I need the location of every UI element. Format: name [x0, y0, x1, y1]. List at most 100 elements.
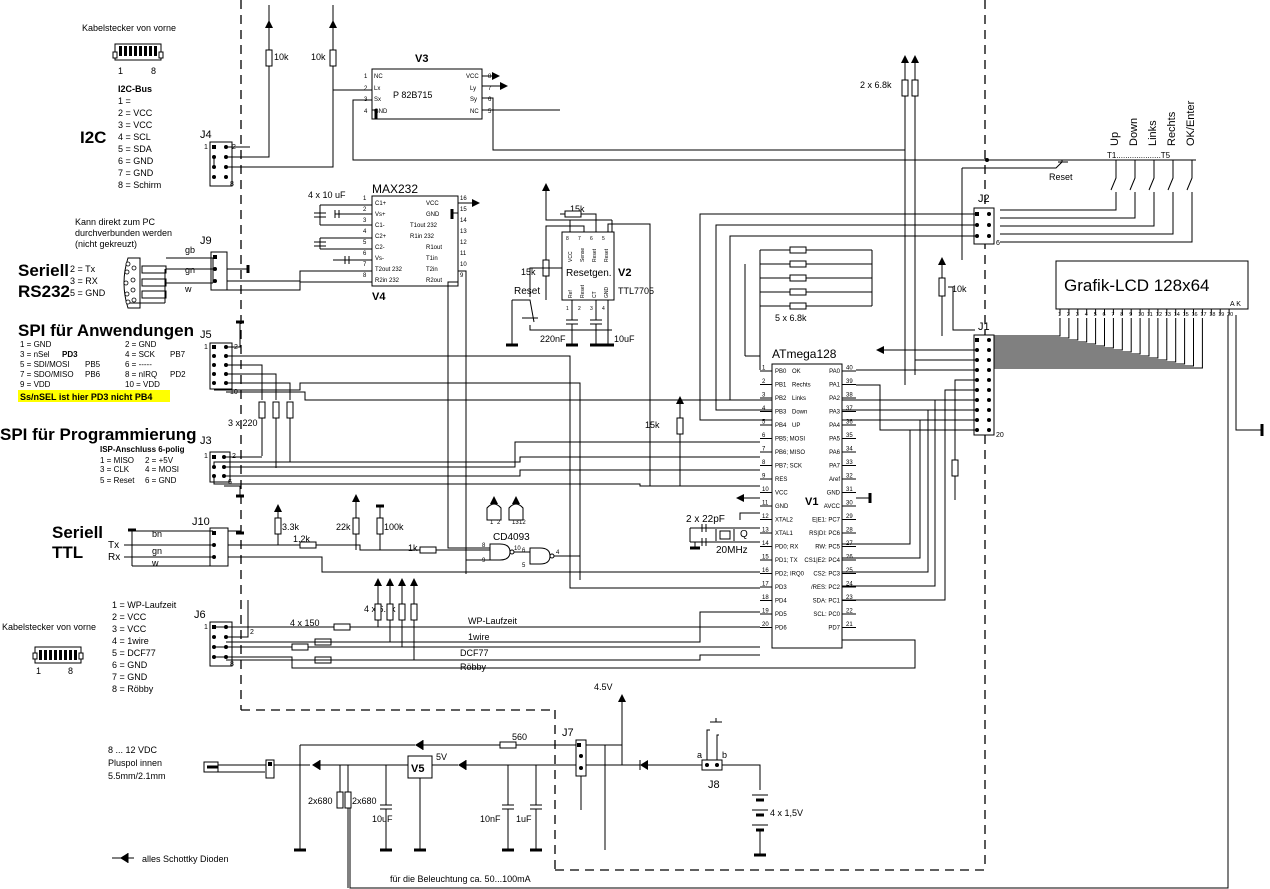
mcu-pin-label: XTAL2 [775, 518, 794, 524]
mcu-pin-number: 21 [846, 622, 853, 628]
mcu-pin-label: PA6 [829, 450, 841, 456]
mcu-pin-number: 24 [846, 582, 853, 588]
mcu-pin-label: PD0; RX [775, 545, 798, 551]
svg-text:7 = SDO/MISO: 7 = SDO/MISO [20, 370, 74, 379]
svg-text:7 = GND: 7 = GND [118, 168, 154, 178]
svg-text:gn: gn [152, 546, 162, 556]
svg-text:C1-: C1- [375, 223, 385, 229]
svg-text:2 = Tx: 2 = Tx [70, 264, 96, 274]
svg-text:T1out 232: T1out 232 [410, 223, 438, 229]
svg-text:1 = WP-Laufzeit: 1 = WP-Laufzeit [112, 600, 177, 610]
heading-rs232-2: RS232 [18, 282, 70, 301]
svg-text:T1in: T1in [426, 256, 438, 262]
svg-text:3 = nSel: 3 = nSel [20, 350, 50, 359]
mcu-pin-label: PA3 [829, 410, 841, 416]
mcu-pin-label: PB6; MISO [775, 450, 805, 456]
svg-text:GND: GND [426, 212, 440, 218]
cable-front-label-top: Kabelstecker von vorne [82, 23, 176, 33]
svg-text:4 = SCK: 4 = SCK [125, 350, 156, 359]
mcu-pin-number: 31 [846, 487, 853, 493]
svg-text:10 = VDD: 10 = VDD [125, 380, 160, 389]
mcu-pin-function: Down [792, 410, 807, 416]
mcu-pin-number: 36 [846, 420, 853, 426]
svg-text:Sy: Sy [470, 97, 477, 103]
svg-text:J4: J4 [200, 129, 212, 141]
mcu-pin-number: 11 [762, 501, 769, 507]
lcd-pin-number: 5 [1094, 312, 1097, 318]
mcu-pin-label: PB2 [775, 396, 787, 402]
lcd-pin-number: 9 [1129, 312, 1132, 318]
mcu-pin-number: 22 [846, 609, 853, 615]
mcu-pin-label: /RES: PC2 [811, 585, 841, 591]
svg-text:Tx: Tx [108, 540, 119, 551]
svg-text:4.5V: 4.5V [594, 682, 613, 692]
mcu-pin-label: PD5 [775, 612, 787, 618]
svg-text:Reset: Reset [592, 248, 598, 262]
svg-text:12: 12 [519, 520, 526, 526]
svg-text:5 = SDI/MOSI: 5 = SDI/MOSI [20, 360, 70, 369]
lcd-pin-number: 12 [1156, 312, 1162, 318]
svg-text:5: 5 [602, 236, 605, 242]
svg-text:PD3: PD3 [62, 350, 78, 359]
svg-text:4: 4 [363, 229, 367, 235]
mcu-pin-label: RES [775, 477, 787, 483]
svg-text:8: 8 [566, 236, 569, 242]
mcu-pin-number: 2 [762, 379, 766, 385]
mcu-pin-number: 32 [846, 474, 853, 480]
svg-text:5 x 6.8k: 5 x 6.8k [775, 313, 807, 323]
svg-text:V2: V2 [618, 267, 631, 279]
heading-ttl-1: Seriell [52, 523, 103, 542]
svg-text:220nF: 220nF [540, 334, 566, 344]
svg-text:J1: J1 [978, 321, 990, 333]
svg-text:J9: J9 [200, 235, 212, 247]
svg-text:(nicht gekreuzt): (nicht gekreuzt) [75, 239, 137, 249]
mcu-pin-number: 26 [846, 555, 853, 561]
svg-text:V4: V4 [372, 291, 386, 303]
svg-text:VCC: VCC [466, 74, 479, 80]
svg-text:10: 10 [460, 262, 467, 268]
svg-text:1 = MISO: 1 = MISO [100, 456, 134, 465]
cable-plug-top: Kabelstecker von vorne 1 8 [82, 23, 176, 76]
lcd-pin-number: 20 [1227, 312, 1233, 318]
potentiometer-10k: 10k [938, 257, 975, 336]
svg-text:1wire: 1wire [468, 632, 490, 642]
svg-text:10k: 10k [952, 284, 967, 294]
svg-text:1: 1 [204, 144, 208, 151]
svg-text:V3: V3 [415, 53, 428, 65]
svg-text:5 = SDA: 5 = SDA [118, 144, 152, 154]
heading-ttl-2: TTL [52, 543, 83, 562]
svg-text:4 x 1,5V: 4 x 1,5V [770, 808, 803, 818]
mcu-pin-label: PB0 [775, 369, 787, 375]
svg-text:8: 8 [230, 181, 234, 188]
mcu-pin-function: OK [792, 369, 801, 375]
lcd-pin-number: 1 [1058, 312, 1061, 318]
svg-text:a: a [697, 750, 702, 760]
mcu-pin-number: 25 [846, 568, 853, 574]
svg-text:J10: J10 [192, 516, 210, 528]
svg-text:J6: J6 [194, 609, 206, 621]
mcu-pin-label: PA1 [829, 383, 841, 389]
mcu-pin-label: PD1; TX [775, 558, 798, 564]
svg-text:5.5mm/2.1mm: 5.5mm/2.1mm [108, 771, 166, 781]
svg-text:8: 8 [363, 273, 367, 279]
svg-text:V1: V1 [805, 496, 818, 508]
mcu-pin-number: 34 [846, 447, 853, 453]
svg-text:PB7: PB7 [170, 350, 186, 359]
svg-text:6 = GND: 6 = GND [112, 660, 148, 670]
mcu-pin-label: PD6 [775, 626, 787, 632]
svg-text:TTL7705: TTL7705 [618, 286, 654, 296]
svg-text:10k: 10k [311, 52, 326, 62]
svg-text:C2-: C2- [375, 245, 385, 251]
svg-text:VCC: VCC [568, 251, 574, 262]
svg-text:PB6: PB6 [85, 370, 101, 379]
mcu-pin-number: 40 [846, 366, 853, 372]
mcu-pin-label: RS|DI: PC6 [809, 531, 841, 537]
lcd-pin-number: 4 [1085, 312, 1088, 318]
lcd-pin-number: 17 [1200, 312, 1206, 318]
svg-text:2 x 22pF: 2 x 22pF [686, 514, 725, 525]
svg-text:ISP-Anschluss 6-polig: ISP-Anschluss 6-polig [100, 445, 185, 454]
mcu-pin-function: Links [792, 396, 806, 402]
i2c-bus-title: I2C-Bus [118, 84, 152, 94]
svg-text:PB5: PB5 [85, 360, 101, 369]
